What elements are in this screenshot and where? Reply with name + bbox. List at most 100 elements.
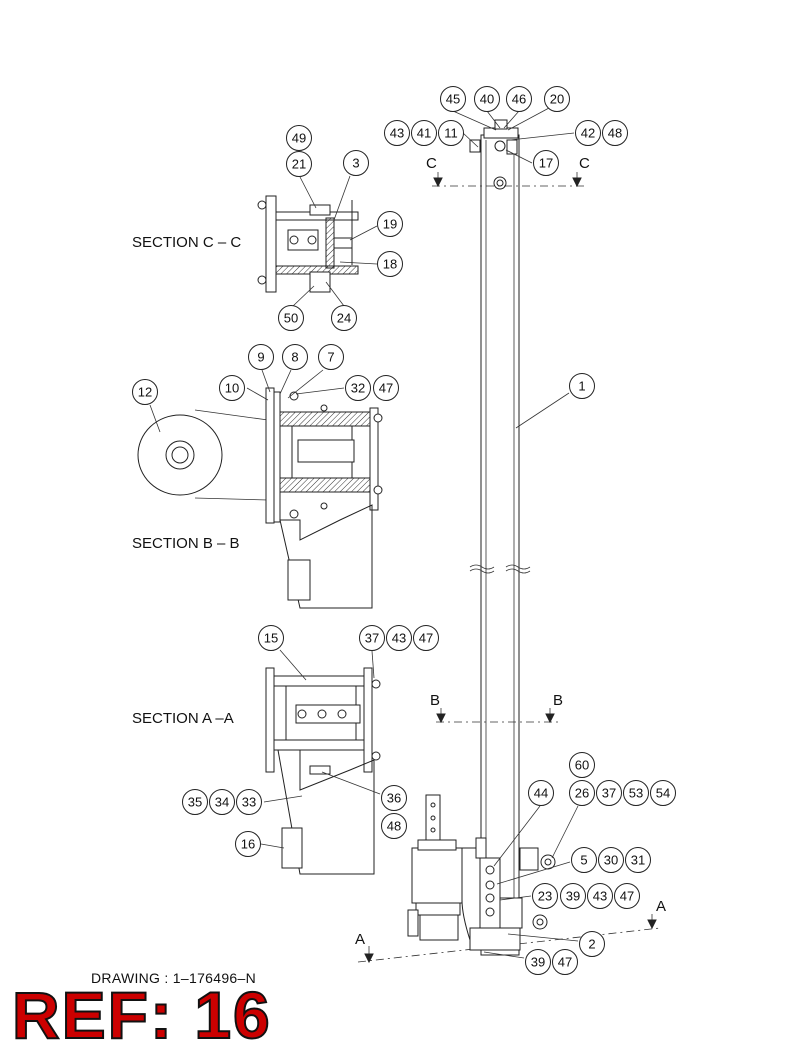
svg-text:36: 36 bbox=[387, 791, 401, 806]
svg-text:18: 18 bbox=[383, 257, 397, 272]
callout-42: 42 bbox=[575, 120, 601, 146]
svg-text:53: 53 bbox=[629, 786, 643, 801]
callout-32: 32 bbox=[345, 375, 371, 401]
svg-text:40: 40 bbox=[480, 92, 494, 107]
svg-text:16: 16 bbox=[241, 837, 255, 852]
callout-17: 17 bbox=[533, 150, 559, 176]
callout-41: 41 bbox=[411, 120, 437, 146]
svg-text:32: 32 bbox=[351, 381, 365, 396]
svg-text:48: 48 bbox=[608, 126, 622, 141]
callout-11: 11 bbox=[438, 120, 464, 146]
callout-39: 39 bbox=[525, 949, 551, 975]
callout-48: 48 bbox=[602, 120, 628, 146]
callout-39: 39 bbox=[560, 883, 586, 909]
svg-text:19: 19 bbox=[383, 217, 397, 232]
cut-letter-a-left: A bbox=[355, 931, 365, 948]
base-assembly bbox=[407, 794, 556, 951]
cut-letter-a-right: A bbox=[656, 898, 666, 915]
callout-10: 10 bbox=[219, 375, 245, 401]
callout-16: 16 bbox=[235, 831, 261, 857]
svg-text:24: 24 bbox=[337, 311, 351, 326]
callout-50: 50 bbox=[278, 305, 304, 331]
cut-letter-b-left: B bbox=[430, 692, 440, 709]
callout-9: 9 bbox=[248, 344, 274, 370]
svg-text:43: 43 bbox=[390, 126, 404, 141]
svg-text:37: 37 bbox=[602, 786, 616, 801]
ref-label: REF: 16 bbox=[11, 978, 272, 1052]
callout-47: 47 bbox=[413, 625, 439, 651]
callout-43: 43 bbox=[384, 120, 410, 146]
cut-letter-c-right: C bbox=[579, 155, 590, 172]
svg-text:46: 46 bbox=[512, 92, 526, 107]
section-c-detail: SECTION C – C bbox=[132, 195, 359, 293]
svg-text:42: 42 bbox=[581, 126, 595, 141]
svg-text:21: 21 bbox=[292, 157, 306, 172]
svg-text:37: 37 bbox=[365, 631, 379, 646]
callout-37: 37 bbox=[596, 780, 622, 806]
svg-text:8: 8 bbox=[291, 350, 298, 365]
svg-text:5: 5 bbox=[580, 853, 587, 868]
cut-letter-b-right: B bbox=[553, 692, 563, 709]
svg-text:35: 35 bbox=[188, 795, 202, 810]
callout-53: 53 bbox=[623, 780, 649, 806]
callout-30: 30 bbox=[598, 847, 624, 873]
svg-text:39: 39 bbox=[531, 955, 545, 970]
callout-43: 43 bbox=[386, 625, 412, 651]
svg-text:20: 20 bbox=[550, 92, 564, 107]
svg-text:50: 50 bbox=[284, 311, 298, 326]
svg-text:60: 60 bbox=[575, 758, 589, 773]
callout-60: 60 bbox=[569, 752, 595, 778]
callout-23: 23 bbox=[532, 883, 558, 909]
svg-text:31: 31 bbox=[631, 853, 645, 868]
callout-54: 54 bbox=[650, 780, 676, 806]
callout-43: 43 bbox=[587, 883, 613, 909]
callout-18: 18 bbox=[377, 251, 403, 277]
callout-21: 21 bbox=[286, 151, 312, 177]
callout-20: 20 bbox=[544, 86, 570, 112]
callout-33: 33 bbox=[236, 789, 262, 815]
svg-text:15: 15 bbox=[264, 631, 278, 646]
callout-15: 15 bbox=[258, 625, 284, 651]
callout-26: 26 bbox=[569, 780, 595, 806]
svg-text:26: 26 bbox=[575, 786, 589, 801]
svg-text:12: 12 bbox=[138, 385, 152, 400]
svg-text:43: 43 bbox=[593, 889, 607, 904]
callout-46: 46 bbox=[506, 86, 532, 112]
drawing-number: DRAWING : 1–176496–N bbox=[91, 970, 256, 986]
svg-text:45: 45 bbox=[446, 92, 460, 107]
svg-text:41: 41 bbox=[417, 126, 431, 141]
section-cut-lines: C C B B A A bbox=[355, 155, 666, 964]
callout-1: 1 bbox=[569, 373, 595, 399]
svg-text:47: 47 bbox=[379, 381, 393, 396]
svg-text:23: 23 bbox=[538, 889, 552, 904]
section-c-title: SECTION C – C bbox=[132, 234, 241, 251]
svg-text:48: 48 bbox=[387, 819, 401, 834]
svg-text:3: 3 bbox=[352, 156, 359, 171]
cut-letter-c-left: C bbox=[426, 155, 437, 172]
callout-47: 47 bbox=[373, 375, 399, 401]
callout-12: 12 bbox=[132, 379, 158, 405]
section-a-detail: SECTION A –A bbox=[132, 667, 381, 875]
svg-text:47: 47 bbox=[419, 631, 433, 646]
svg-text:39: 39 bbox=[566, 889, 580, 904]
callout-24: 24 bbox=[331, 305, 357, 331]
svg-text:17: 17 bbox=[539, 156, 553, 171]
callout-48: 48 bbox=[381, 813, 407, 839]
svg-text:11: 11 bbox=[444, 126, 458, 141]
svg-text:44: 44 bbox=[534, 786, 548, 801]
callout-8: 8 bbox=[282, 344, 308, 370]
callout-7: 7 bbox=[318, 344, 344, 370]
svg-text:1: 1 bbox=[578, 379, 585, 394]
callout-49: 49 bbox=[286, 125, 312, 151]
callout-44: 44 bbox=[528, 780, 554, 806]
callout-bubbles: 45 40 46 20 43 41 11 42 48 17 49 21 3 19… bbox=[132, 86, 676, 975]
callout-47: 47 bbox=[614, 883, 640, 909]
svg-text:43: 43 bbox=[392, 631, 406, 646]
svg-text:47: 47 bbox=[558, 955, 572, 970]
callout-45: 45 bbox=[440, 86, 466, 112]
svg-text:9: 9 bbox=[257, 350, 264, 365]
svg-text:2: 2 bbox=[588, 937, 595, 952]
callout-5: 5 bbox=[571, 847, 597, 873]
callout-2: 2 bbox=[579, 931, 605, 957]
